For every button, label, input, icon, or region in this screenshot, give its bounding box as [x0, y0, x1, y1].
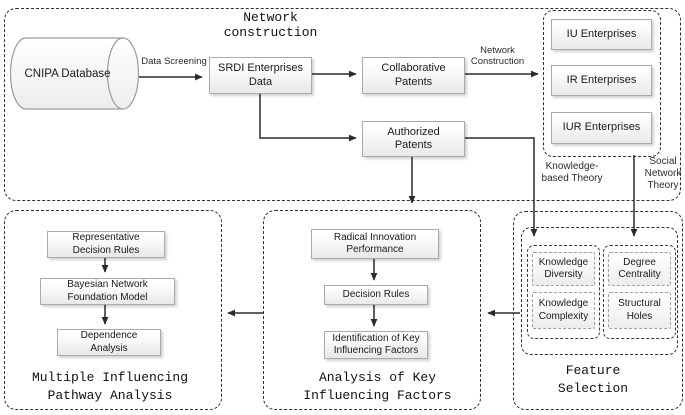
data-screening-label: Data Screening — [141, 56, 207, 67]
feature-selection-section — [513, 211, 683, 410]
feature-selection-inner-group — [521, 227, 678, 355]
bayesian-network-foundation-model-node: Bayesian Network Foundation Model — [40, 278, 175, 305]
network-feature-column — [603, 245, 676, 339]
knowledge-diversity-node: Knowledge Diversity — [532, 252, 595, 286]
iu-enterprises-node: IU Enterprises — [551, 19, 652, 50]
network-construction-section — [4, 8, 681, 201]
representative-decision-rules-node: Representative Decision Rules — [47, 231, 165, 258]
collaborative-patents-node: Collaborative Patents — [362, 57, 465, 94]
dependence-analysis-node: Dependence Analysis — [57, 329, 161, 356]
pathway-analysis-section — [4, 210, 222, 410]
structural-holes-node: Structural Holes — [608, 292, 671, 329]
degree-centrality-node: Degree Centrality — [608, 252, 671, 286]
pathway-analysis-title: Multiple Influencing Pathway Analysis — [31, 370, 189, 403]
key-factors-section — [263, 210, 481, 410]
ir-enterprises-node: IR Enterprises — [551, 65, 652, 96]
authorized-patents-node: Authorized Patents — [362, 121, 465, 157]
knowledge-complexity-node: Knowledge Complexity — [532, 292, 595, 329]
social-network-theory-label: Social Network Theory — [644, 156, 682, 191]
feature-selection-title: Feature Selection — [557, 363, 629, 396]
network-construction-arrow-label: Network Construction — [470, 45, 525, 68]
cnipa-database-cylinder: CNIPA Database — [9, 37, 140, 110]
enterprise-networks-group — [543, 10, 661, 157]
iur-enterprises-node: IUR Enterprises — [551, 112, 652, 144]
cylinder-shape — [9, 37, 140, 110]
srdi-enterprises-data-node: SRDI Enterprises Data — [209, 57, 312, 94]
knowledge-feature-column — [527, 245, 600, 339]
network-construction-title: Network construction — [223, 10, 318, 40]
cnipa-database-label: CNIPA Database — [24, 67, 111, 80]
radical-innovation-performance-node: Radical Innovation Performance — [311, 229, 439, 259]
key-factors-title: Analysis of Key Influencing Factors — [303, 370, 452, 403]
identification-key-factors-node: Identification of Key Influencing Factor… — [324, 331, 428, 359]
decision-rules-node: Decision Rules — [324, 285, 428, 305]
knowledge-based-theory-label: Knowledge- based Theory — [541, 161, 603, 184]
